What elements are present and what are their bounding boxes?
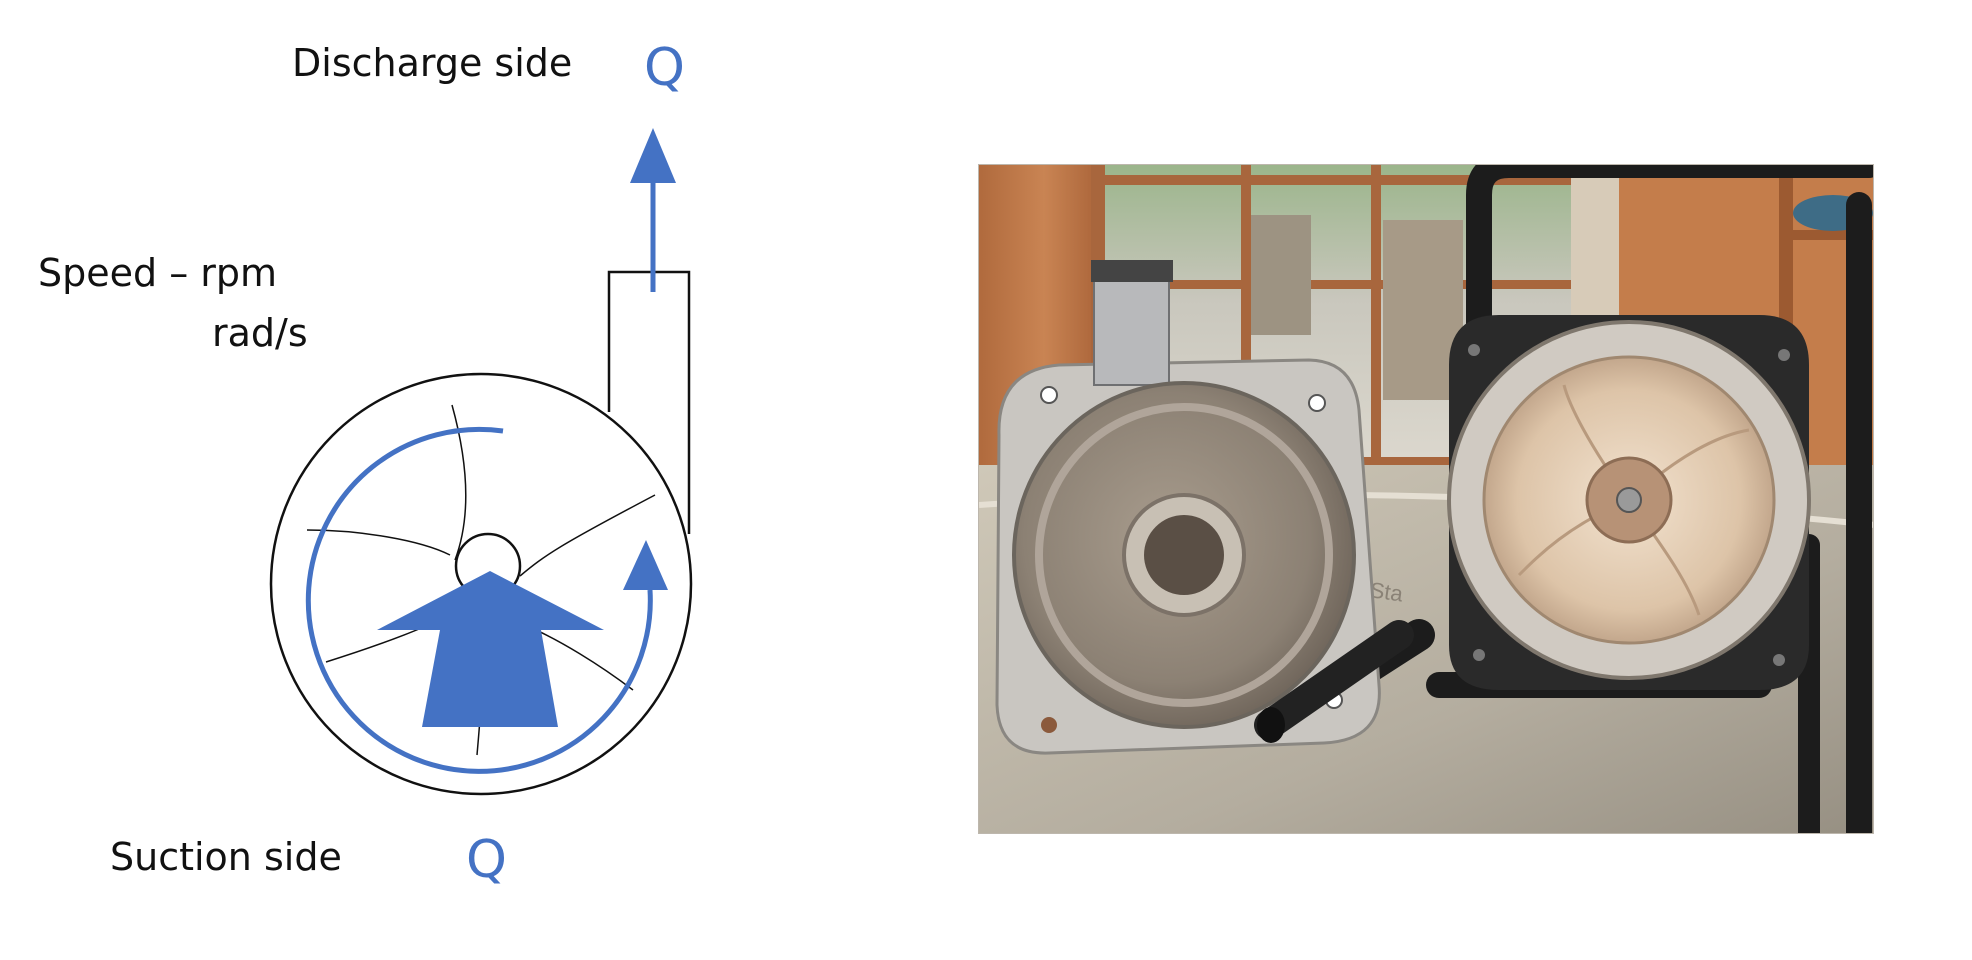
pump-photo: Sta xyxy=(978,164,1874,834)
rotation-arrow-head xyxy=(623,540,668,590)
speed-label: Speed – rpm xyxy=(38,251,278,295)
suction-inflow-arrow xyxy=(377,571,604,727)
suction-flow-label: Q xyxy=(466,830,507,890)
discharge-outflow-arrow-head xyxy=(630,128,676,183)
discharge-flow-label: Q xyxy=(644,38,685,98)
basin-embossed-text: Sta xyxy=(1368,577,1405,606)
discharge-side-label: Discharge side xyxy=(292,41,573,85)
pump-casing-photo xyxy=(995,260,1381,755)
speed-unit-label: rad/s xyxy=(212,311,308,355)
hose xyxy=(1254,620,1414,740)
rotation-arc xyxy=(305,426,653,774)
discharge-nozzle xyxy=(607,270,691,534)
pump-casing xyxy=(269,372,693,796)
suction-side-label: Suction side xyxy=(110,835,342,879)
pump-schematic xyxy=(269,128,693,796)
pump-impeller-photo xyxy=(1447,315,1811,690)
